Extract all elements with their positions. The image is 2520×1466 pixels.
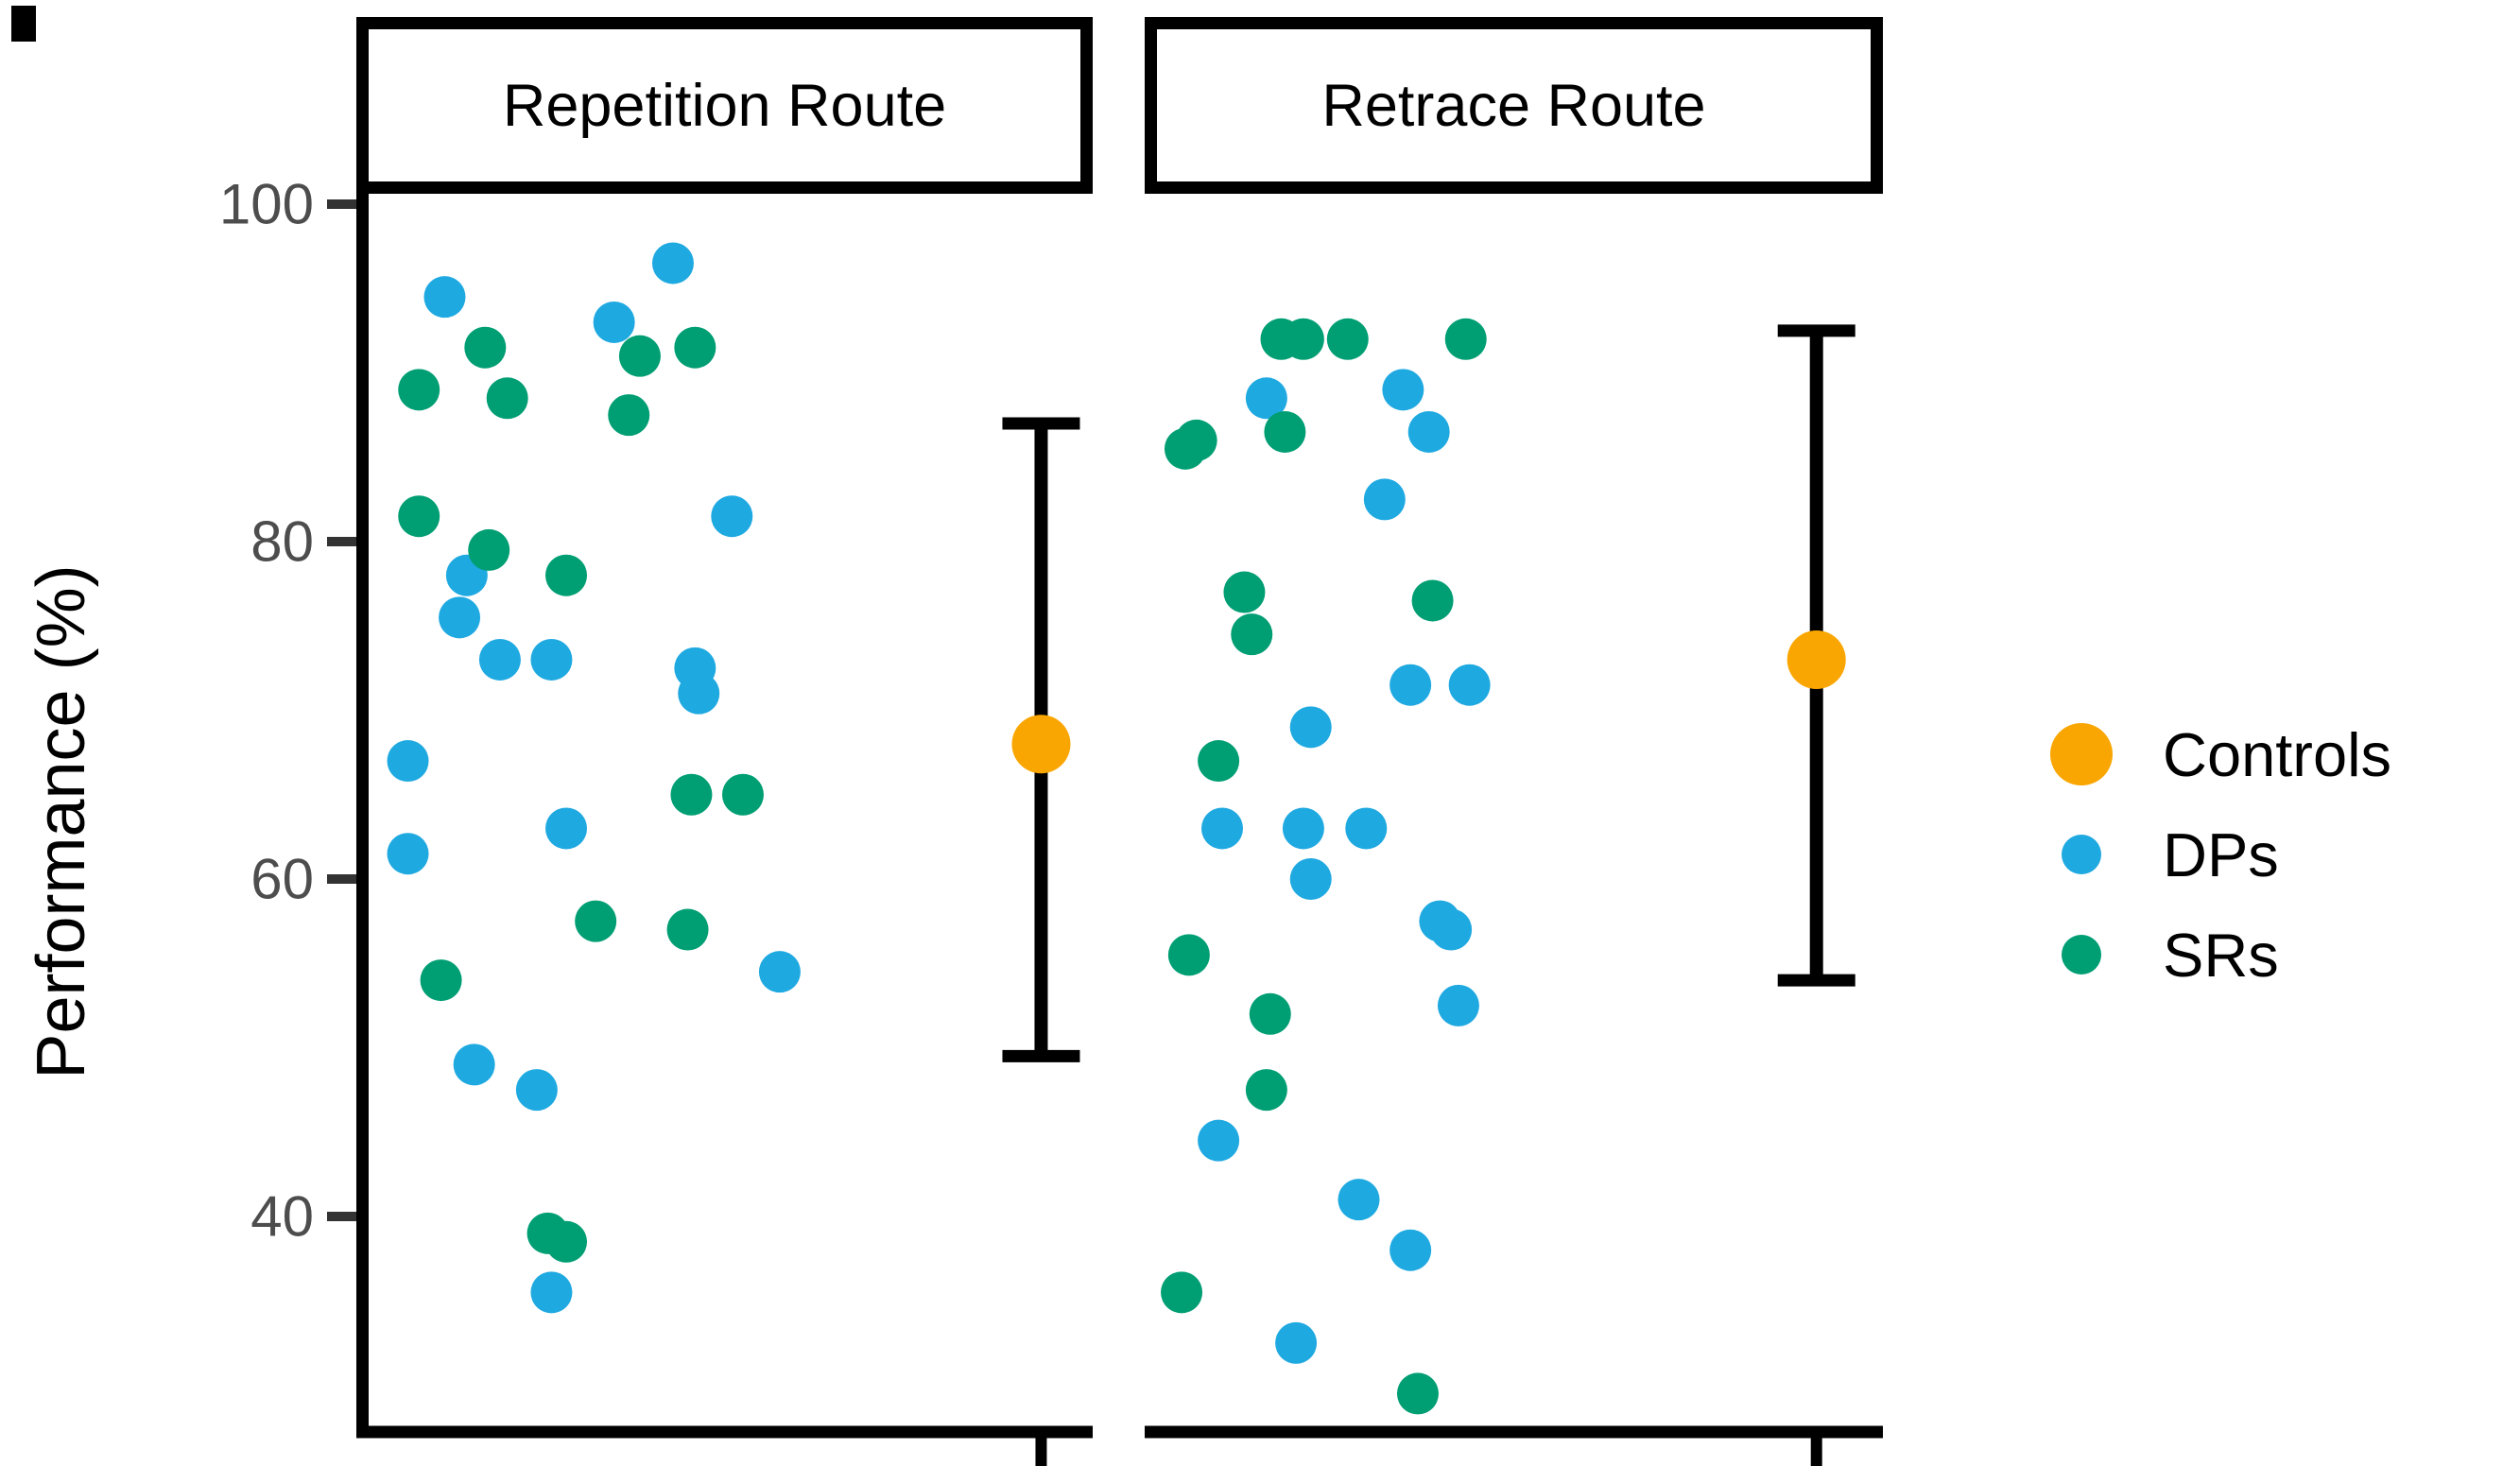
data-point-dps — [387, 740, 429, 783]
data-point-srs — [1396, 1372, 1439, 1415]
y-tick-label: 60 — [250, 848, 314, 911]
data-point-srs — [1164, 427, 1206, 470]
data-point-srs — [1245, 1069, 1287, 1112]
data-point-srs — [1161, 1271, 1203, 1314]
data-point-srs — [1223, 571, 1266, 613]
legend-label-srs: SRs — [2163, 920, 2279, 990]
data-point-dps — [515, 1069, 558, 1112]
data-point-dps — [387, 833, 429, 875]
srs-swatch-icon — [2062, 935, 2101, 974]
data-point-srs — [1249, 992, 1291, 1035]
legend-item-dps: DPs — [2032, 804, 2391, 905]
data-point-srs — [1231, 613, 1273, 656]
dps-swatch-icon — [2062, 835, 2101, 874]
data-point-dps — [478, 638, 521, 681]
data-point-srs — [420, 959, 462, 1002]
legend-item-controls: Controls — [2032, 704, 2391, 804]
data-point-srs — [670, 773, 713, 816]
controls-mean-point — [1011, 715, 1071, 774]
data-point-dps — [1382, 369, 1424, 411]
data-point-dps — [1448, 664, 1491, 706]
data-point-dps — [545, 807, 588, 850]
data-point-srs — [1444, 318, 1487, 360]
data-point-srs — [1411, 579, 1454, 622]
data-point-dps — [1437, 984, 1479, 1026]
data-point-dps — [1289, 706, 1332, 749]
data-point-dps — [758, 951, 801, 993]
data-point-dps — [453, 1043, 495, 1086]
legend-swatch-cell — [2032, 935, 2131, 974]
data-point-dps — [1198, 1119, 1240, 1162]
data-point-srs — [1326, 318, 1369, 360]
legend-label-dps: DPs — [2163, 819, 2279, 889]
data-point-dps — [1289, 858, 1332, 900]
data-point-srs — [1167, 934, 1210, 976]
facet-title-retrace-route: Retrace Route — [1321, 72, 1706, 139]
data-point-srs — [1264, 410, 1306, 453]
data-point-srs — [674, 326, 716, 369]
legend-swatch-cell — [2032, 723, 2131, 785]
data-point-dps — [1275, 1321, 1318, 1364]
data-point-dps — [711, 495, 753, 538]
data-point-srs — [464, 326, 507, 369]
legend-swatch-cell — [2032, 835, 2131, 874]
y-tick-label: 40 — [250, 1185, 314, 1249]
data-point-dps — [1245, 377, 1287, 420]
data-point-srs — [398, 495, 440, 538]
data-point-dps — [1430, 908, 1473, 951]
data-point-srs — [468, 528, 510, 571]
data-point-dps — [439, 596, 481, 639]
facet-title-repetition-route: Repetition Route — [502, 72, 947, 139]
controls-mean-point — [1786, 630, 1846, 689]
data-point-dps — [1389, 664, 1432, 706]
facet-strip-retrace-route: Retrace Route — [1145, 17, 1883, 194]
data-point-dps — [1201, 807, 1244, 850]
data-point-srs — [486, 377, 528, 420]
data-point-dps — [1282, 807, 1324, 850]
data-point-dps — [423, 276, 466, 319]
data-point-srs — [398, 369, 440, 411]
data-point-dps — [530, 1271, 573, 1314]
facet-strip-repetition-route: Repetition Route — [356, 17, 1093, 194]
data-point-dps — [651, 242, 694, 285]
y-axis-title: Performance (%) — [24, 564, 99, 1079]
legend-label-controls: Controls — [2163, 719, 2392, 789]
data-point-srs — [1198, 740, 1240, 783]
data-point-srs — [575, 900, 617, 942]
y-tick-label: 100 — [219, 173, 314, 236]
legend: Controls DPs SRs — [2032, 704, 2391, 1005]
data-point-dps — [1389, 1229, 1432, 1271]
legend-item-srs: SRs — [2032, 905, 2391, 1005]
data-point-srs — [721, 773, 764, 816]
data-point-srs — [618, 335, 661, 377]
controls-swatch-icon — [2050, 723, 2113, 785]
data-point-srs — [1282, 318, 1324, 360]
data-point-dps — [678, 672, 720, 715]
data-point-srs — [545, 1220, 588, 1263]
corner-mark — [11, 6, 36, 42]
data-point-srs — [666, 908, 709, 951]
data-point-dps — [1363, 478, 1406, 521]
data-point-dps — [1345, 807, 1388, 850]
data-point-srs — [608, 394, 650, 437]
y-tick-label: 80 — [250, 510, 314, 574]
data-point-dps — [1338, 1179, 1380, 1221]
data-point-dps — [593, 301, 635, 343]
data-point-dps — [1407, 410, 1450, 453]
data-point-dps — [530, 638, 573, 681]
data-point-srs — [545, 554, 588, 596]
